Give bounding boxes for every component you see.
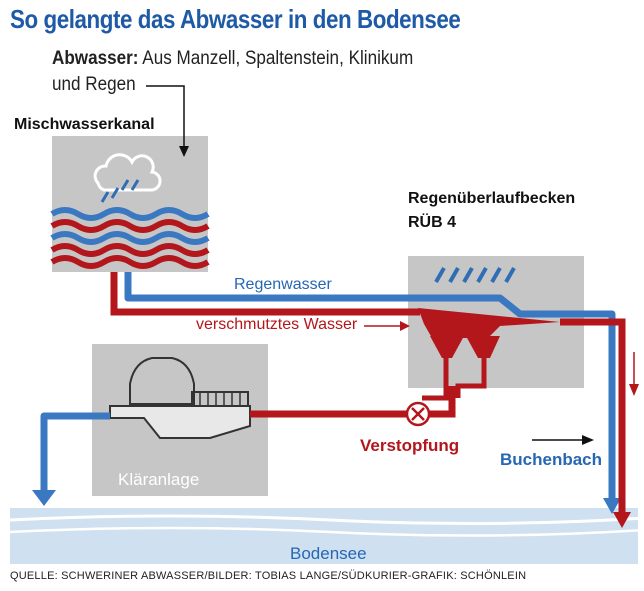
intro-line1: Aus Manzell, Spaltenstein, Klinikum (138, 48, 414, 69)
blockage-x-icon (405, 401, 431, 427)
mischwasserkanal-box (50, 136, 210, 272)
arrow-right-icon (532, 435, 594, 445)
rain-streaks-icon (434, 267, 516, 283)
klaeranlage-box (92, 344, 268, 496)
rain-cloud-icon (93, 153, 162, 203)
dirty-water-pointer (364, 321, 410, 331)
label-rub-line2: RÜB 4 (408, 214, 457, 231)
regenwasser-pipe (124, 272, 621, 514)
label-klaeranlage: Kläranlage (118, 470, 200, 489)
label-verstopfung: Verstopfung (360, 436, 460, 455)
arrow-down-icon (629, 352, 639, 396)
label-verschmutztes-wasser: verschmutztes Wasser (196, 316, 358, 333)
lake-bodensee (9, 508, 644, 564)
label-buchenbach: Buchenbach (500, 450, 603, 469)
dirty-water-pipe (110, 272, 631, 528)
intro-label: Abwasser: (52, 48, 139, 69)
label-mischwasserkanal: Mischwasserkanal (14, 116, 155, 133)
label-regenwasser: Regenwasser (234, 276, 332, 293)
intro-line2: und Regen (52, 74, 136, 95)
label-rub-line1: Regenüberlaufbecken (408, 190, 576, 207)
source-credit: QUELLE: SCHWERINER ABWASSER/BILDER: TOBI… (10, 570, 527, 582)
intro-text: Abwasser: Aus Manzell, Spaltenstein, Kli… (52, 46, 413, 98)
intro-pointer-arrow (146, 85, 189, 157)
plant-building-icon (109, 357, 251, 439)
page-title: So gelangte das Abwasser in den Bodensee (10, 4, 461, 34)
label-bodensee: Bodensee (290, 544, 367, 563)
to-plant-pipe (250, 386, 456, 418)
plant-outflow-pipe (32, 412, 110, 506)
